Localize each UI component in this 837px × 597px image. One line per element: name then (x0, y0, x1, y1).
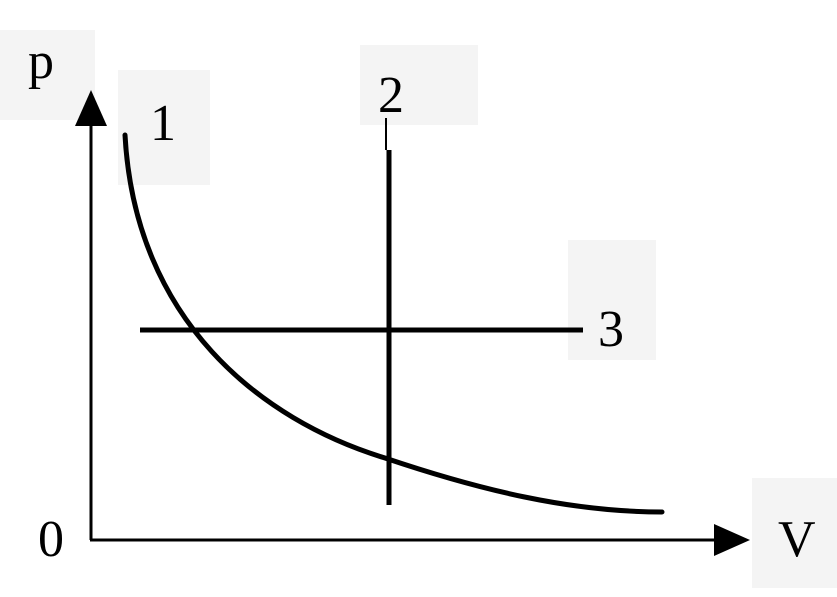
x-axis-label: V (778, 511, 816, 568)
curve-1-isotherm (122, 132, 665, 515)
label-bg-p (0, 30, 95, 120)
origin-label: 0 (38, 511, 64, 568)
x-axis-arrowhead (714, 524, 750, 556)
label-bg-1 (118, 70, 210, 185)
label-bg-3 (568, 240, 656, 360)
curve-1-label: 1 (150, 95, 176, 152)
label-bg-2 (360, 45, 478, 125)
curve-3-label: 3 (598, 301, 624, 358)
label-bg-v (752, 478, 837, 588)
y-axis-arrowhead (75, 90, 107, 126)
y-axis-label: p (28, 33, 54, 90)
curve-2-label: 2 (378, 67, 404, 124)
